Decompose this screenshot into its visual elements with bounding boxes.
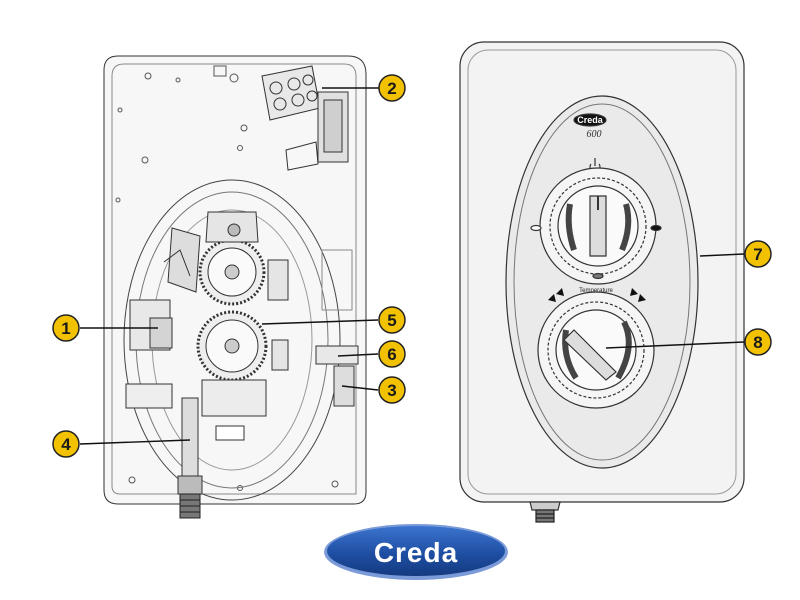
logo-text: Creda bbox=[374, 537, 458, 568]
power-knob[interactable] bbox=[539, 167, 657, 285]
inlet-pipe bbox=[177, 397, 203, 519]
right-outlet bbox=[315, 249, 359, 407]
callout-2: 2 bbox=[378, 74, 406, 102]
temperature-label: Temperature bbox=[579, 288, 613, 294]
callout-7: 7 bbox=[744, 240, 772, 268]
callout-8-label: 8 bbox=[753, 333, 762, 352]
temperature-arrows bbox=[548, 288, 646, 302]
lower-gear bbox=[196, 310, 268, 382]
hot-indicator bbox=[650, 224, 662, 232]
outlet-connector bbox=[529, 501, 561, 523]
screw-holes bbox=[115, 72, 339, 491]
creda-logo: Creda bbox=[324, 524, 508, 580]
brand-badge-text: Creda bbox=[577, 115, 604, 125]
cold-indicator bbox=[530, 224, 542, 232]
internal-view bbox=[103, 55, 367, 519]
callout-2-label: 2 bbox=[387, 79, 396, 98]
callout-6-label: 6 bbox=[387, 345, 396, 364]
callout-6: 6 bbox=[378, 340, 406, 368]
callout-5-label: 5 bbox=[387, 311, 396, 330]
terminal-block bbox=[261, 65, 349, 171]
callout-7-label: 7 bbox=[753, 245, 762, 264]
callout-5: 5 bbox=[378, 306, 406, 334]
callout-8: 8 bbox=[744, 328, 772, 356]
callout-3: 3 bbox=[378, 376, 406, 404]
callout-1: 1 bbox=[52, 314, 80, 342]
eco-indicator bbox=[592, 272, 604, 280]
callout-1-label: 1 bbox=[61, 319, 70, 338]
brand-badge bbox=[573, 113, 607, 127]
model-number: 600 bbox=[587, 129, 602, 140]
callout-4-label: 4 bbox=[61, 435, 71, 454]
callout-4: 4 bbox=[52, 430, 80, 458]
temperature-knob[interactable] bbox=[537, 291, 655, 409]
left-valve bbox=[125, 299, 173, 409]
upper-gear bbox=[198, 238, 266, 306]
leader-lines bbox=[79, 87, 745, 445]
callout-3-label: 3 bbox=[387, 381, 396, 400]
heater-can-outline bbox=[123, 179, 341, 501]
front-cover: Creda 600 Temperature bbox=[459, 41, 745, 523]
callouts: 1 2 3 4 5 6 7 8 bbox=[52, 74, 772, 458]
